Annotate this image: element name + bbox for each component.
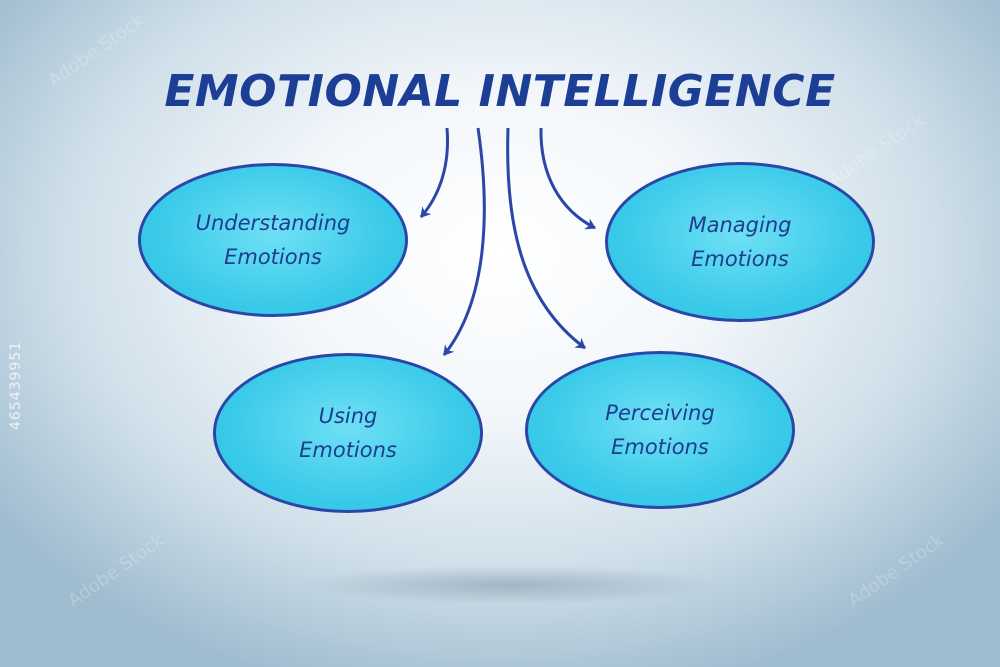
arrow-to-managing xyxy=(539,127,596,230)
node-using-emotions: Using Emotions xyxy=(213,353,483,513)
node-managing-emotions: Managing Emotions xyxy=(605,162,875,322)
diagram-title: EMOTIONAL INTELLIGENCE xyxy=(164,66,836,117)
node-label: Understanding Emotions xyxy=(195,211,351,269)
arrow-to-using xyxy=(442,127,486,356)
node-perceiving-emotions: Perceiving Emotions xyxy=(525,351,795,509)
node-label: Using Emotions xyxy=(299,404,397,462)
node-label: Perceiving Emotions xyxy=(605,401,715,459)
arrow-to-perceiving xyxy=(506,127,586,350)
watermark-id: 465439951 xyxy=(8,340,24,430)
node-label: Managing Emotions xyxy=(688,213,792,271)
node-understanding-emotions: Understanding Emotions xyxy=(138,163,408,317)
arrow-to-understanding xyxy=(419,127,450,218)
floor-shadow xyxy=(300,565,720,605)
